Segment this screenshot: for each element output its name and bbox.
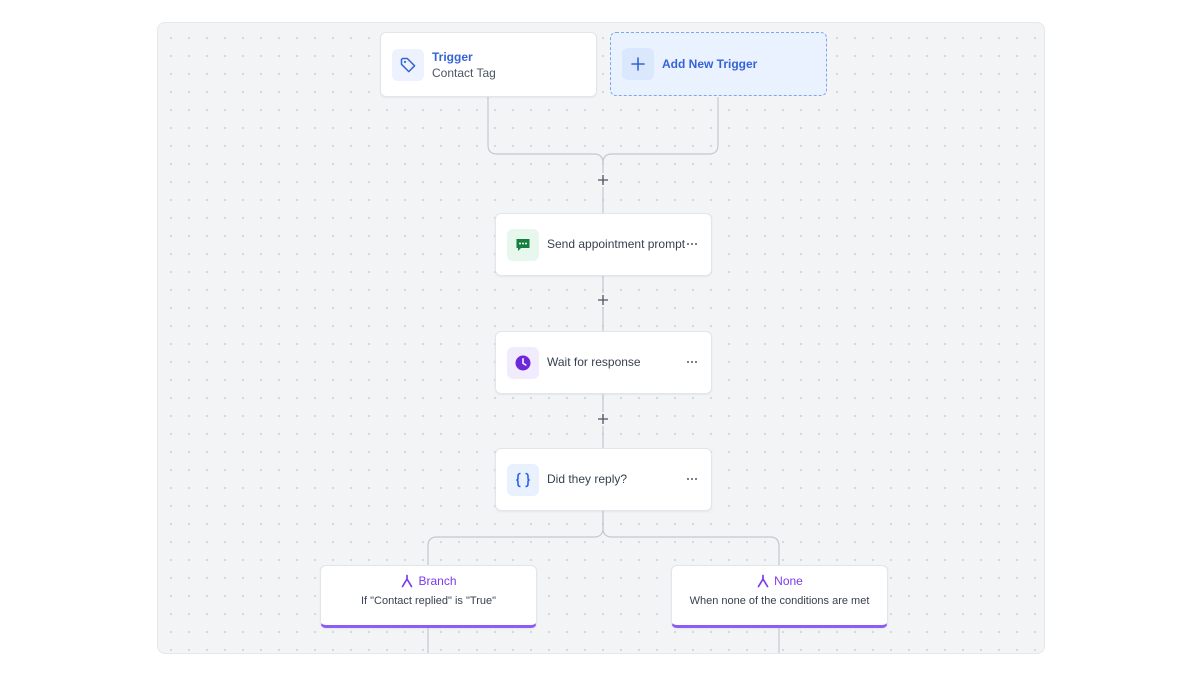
trigger-title: Trigger xyxy=(432,50,473,64)
step-icon-tile xyxy=(507,463,539,496)
step-icon-tile xyxy=(507,346,539,379)
more-horizontal-icon xyxy=(686,242,698,246)
step-send-appointment-prompt[interactable]: Send appointment prompt xyxy=(495,213,712,276)
branch-icon xyxy=(757,574,769,588)
branch-header: Branch xyxy=(321,574,536,588)
add-step-plus-button[interactable] xyxy=(595,292,611,308)
message-icon xyxy=(516,238,530,251)
step-label: Did they reply? xyxy=(547,472,628,486)
add-step-plus-button[interactable] xyxy=(595,172,611,188)
more-horizontal-icon xyxy=(686,360,698,364)
more-horizontal-icon xyxy=(686,477,698,481)
add-step-plus-button[interactable] xyxy=(595,411,611,427)
add-trigger-icon-tile xyxy=(622,48,654,80)
branch-icon xyxy=(402,574,413,588)
step-label: Wait for response xyxy=(547,355,641,369)
step-label: Send appointment prompt xyxy=(547,237,686,251)
branch-title: None xyxy=(774,574,803,588)
workflow-canvas[interactable]: Trigger Contact Tag Add New Trigger Send… xyxy=(157,22,1045,654)
trigger-icon-tile xyxy=(392,48,424,81)
plus-icon xyxy=(631,57,645,71)
plus-icon xyxy=(598,175,608,185)
branch-node-none[interactable]: None When none of the conditions are met xyxy=(671,565,888,628)
clock-icon xyxy=(515,355,531,370)
step-more-menu-button[interactable] xyxy=(683,234,701,254)
branch-node-true[interactable]: Branch If "Contact replied" is "True" xyxy=(320,565,537,628)
plus-icon xyxy=(598,295,608,305)
branch-condition: If "Contact replied" is "True" xyxy=(360,595,497,607)
braces-icon xyxy=(516,472,530,487)
branch-title: Branch xyxy=(418,574,457,588)
step-more-menu-button[interactable] xyxy=(683,352,701,372)
trigger-subtitle: Contact Tag xyxy=(432,66,496,80)
step-icon-tile xyxy=(507,228,539,261)
tag-icon xyxy=(400,57,416,72)
add-new-trigger-button[interactable]: Add New Trigger xyxy=(610,32,827,96)
plus-icon xyxy=(598,414,608,424)
step-did-they-reply[interactable]: Did they reply? xyxy=(495,448,712,511)
add-trigger-label: Add New Trigger xyxy=(662,57,758,71)
step-more-menu-button[interactable] xyxy=(683,469,701,489)
connector-lines xyxy=(427,97,780,653)
branch-header: None xyxy=(672,574,887,588)
step-wait-for-response[interactable]: Wait for response xyxy=(495,331,712,394)
trigger-node[interactable]: Trigger Contact Tag xyxy=(380,32,597,97)
branch-condition: When none of the conditions are met xyxy=(689,595,870,607)
